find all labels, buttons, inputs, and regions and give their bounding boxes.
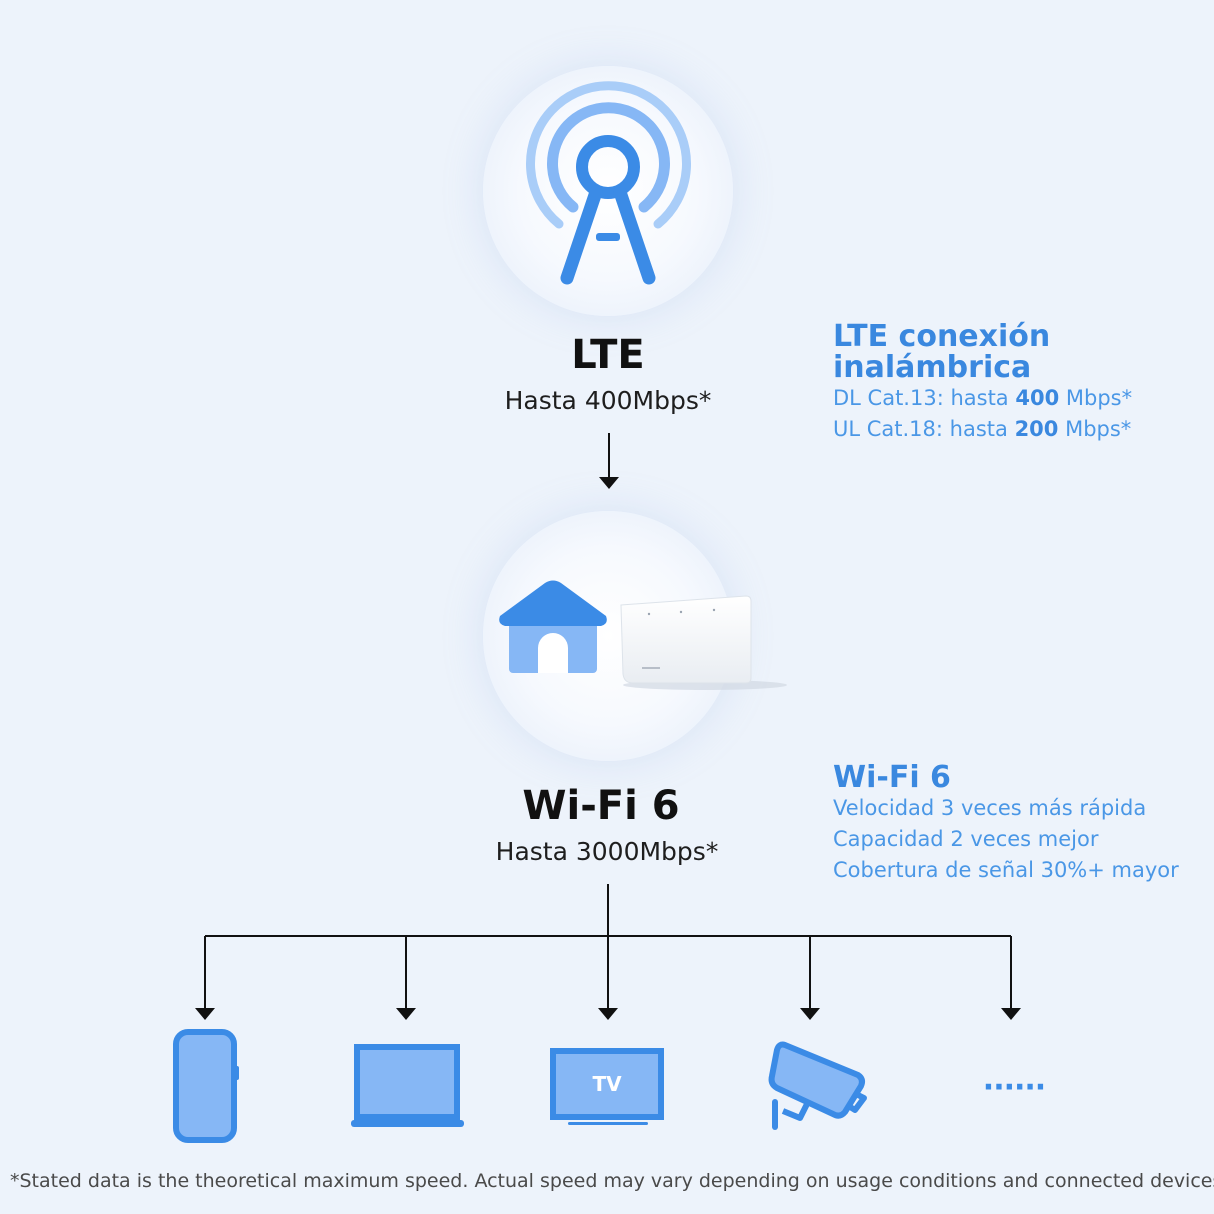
wifi-info-line-1: Velocidad 3 veces más rápida: [833, 796, 1147, 820]
cell-tower-icon: [526, 81, 691, 285]
lte-info-ul: UL Cat.18: hasta 200 Mbps*: [833, 414, 1203, 445]
wifi-info-line-2: Capacidad 2 veces mejor: [833, 827, 1099, 851]
lte-info-title-line2: inalámbrica: [833, 350, 1032, 385]
arrow-lte-to-router: [599, 433, 619, 489]
wifi-info-block: Wi-Fi 6 Velocidad 3 veces más rápida Cap…: [833, 762, 1203, 886]
lte-info-dl: DL Cat.13: hasta 400 Mbps*: [833, 383, 1203, 414]
ul-prefix: UL Cat.18: hasta: [833, 417, 1015, 441]
ul-value: 200: [1014, 417, 1059, 441]
more-devices-ellipsis: ······: [982, 1070, 1046, 1105]
distribution-arrowheads: [195, 1008, 1021, 1020]
wifi-subtitle: Hasta 3000Mbps*: [495, 837, 719, 866]
router-device-image: [620, 595, 787, 690]
lte-info-title-line1: LTE conexión: [833, 319, 1051, 354]
phone-icon: [173, 1029, 239, 1143]
wifi-title: Wi-Fi 6: [522, 783, 680, 829]
ul-suffix: Mbps*: [1058, 417, 1132, 441]
wifi-info-line-3: Cobertura de señal 30%+ mayor: [833, 858, 1179, 882]
footnote: *Stated data is the theoretical maximum …: [10, 1170, 1214, 1192]
distribution-lines: [204, 884, 1012, 1010]
laptop-icon: [351, 1044, 464, 1127]
house-icon: [499, 580, 607, 673]
dl-suffix: Mbps*: [1059, 386, 1133, 410]
security-camera-icon: [768, 1041, 867, 1130]
lte-title: LTE: [571, 332, 645, 378]
lte-subtitle: Hasta 400Mbps*: [504, 386, 712, 415]
dl-prefix: DL Cat.13: hasta: [833, 386, 1016, 410]
lte-info-block: LTE conexión inalámbrica DL Cat.13: hast…: [833, 321, 1203, 445]
tv-icon: [550, 1048, 664, 1125]
tv-label: TV: [592, 1072, 622, 1096]
wifi-info-title: Wi-Fi 6: [833, 760, 951, 795]
dl-value: 400: [1015, 386, 1060, 410]
